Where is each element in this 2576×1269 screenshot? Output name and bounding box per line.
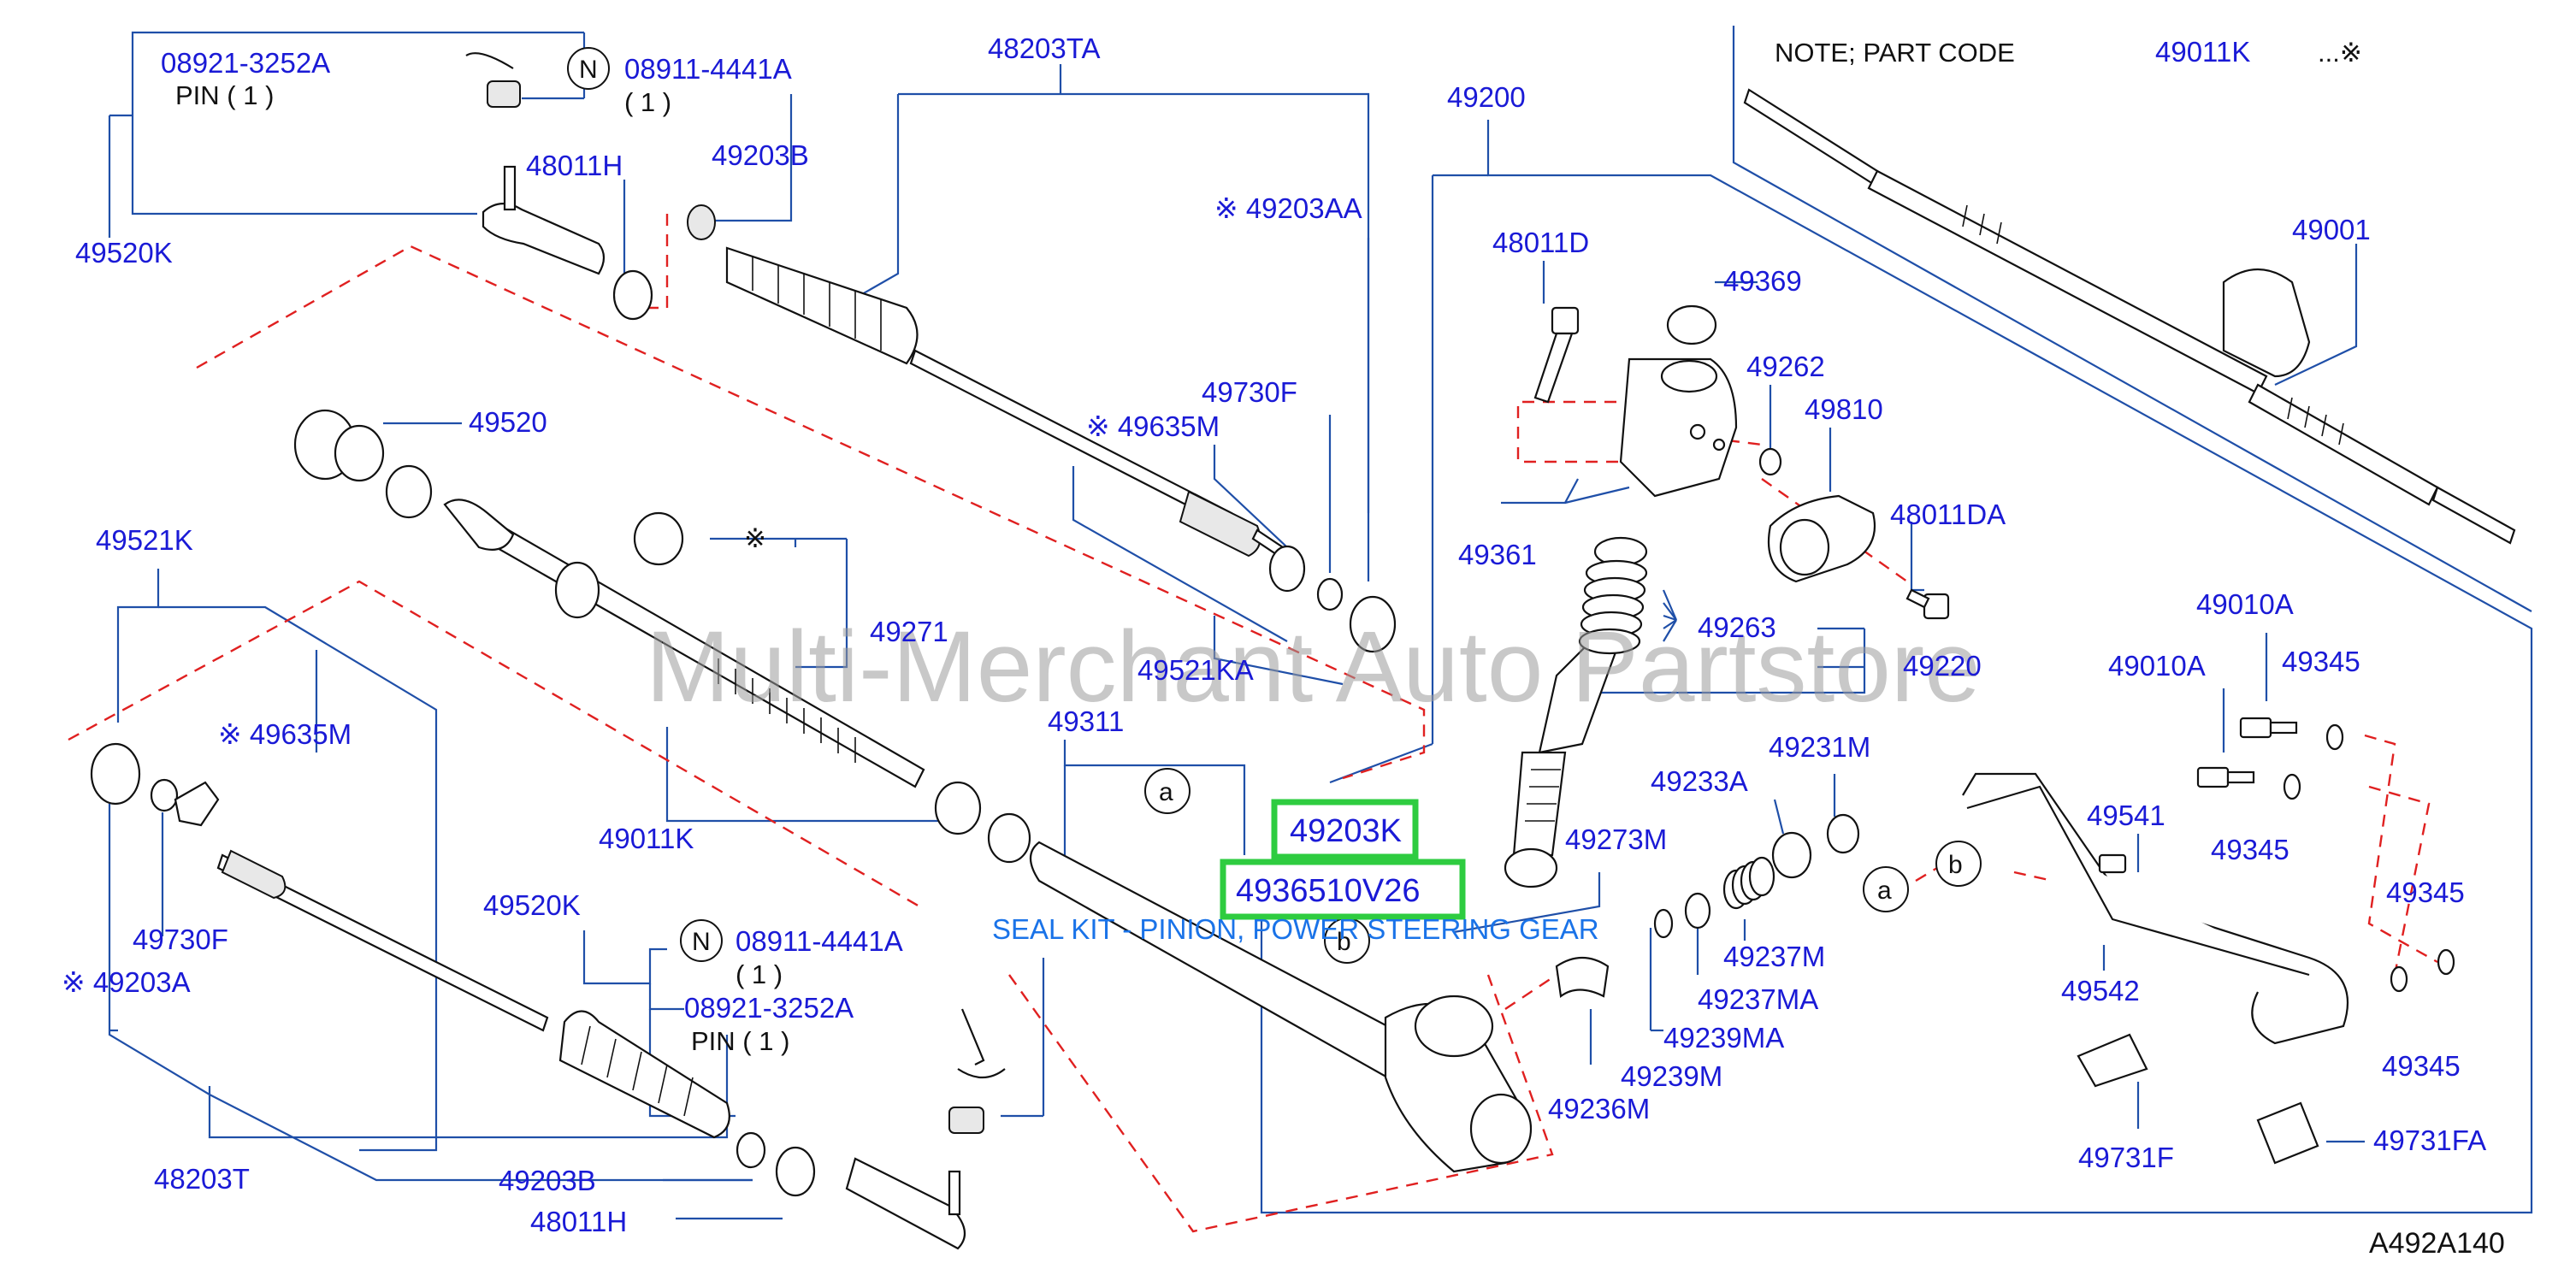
label-49345-3[interactable]: 49345 xyxy=(2386,876,2465,908)
label-49541[interactable]: 49541 xyxy=(2087,800,2165,831)
label-49203K[interactable]: 49203K xyxy=(1290,813,1402,849)
label-49263[interactable]: 49263 xyxy=(1698,611,1776,643)
label-49011K[interactable]: 49011K xyxy=(599,823,694,854)
left-tie-rod xyxy=(216,849,549,1032)
label-48011DA[interactable]: 48011DA xyxy=(1890,499,2006,530)
label-49220[interactable]: 49220 xyxy=(1903,650,1982,682)
n-circle-mid xyxy=(680,919,723,962)
inner-tie-rod-top xyxy=(909,349,1285,558)
full-rack-assembly xyxy=(1743,88,2516,545)
highlight-box-49203K[interactable] xyxy=(1271,799,1419,860)
label-49231M[interactable]: 49231M xyxy=(1769,731,1870,763)
n-circle-top xyxy=(567,47,610,90)
callout-circle-a-1 xyxy=(1144,768,1191,814)
label-48011D[interactable]: 48011D xyxy=(1492,227,1589,258)
label-49520[interactable]: 49520 xyxy=(469,406,547,438)
label-48011H-bottom[interactable]: 48011H xyxy=(530,1206,627,1237)
note-part-code[interactable]: 49011K xyxy=(2155,36,2250,68)
label-49203A[interactable]: ※ 49203A xyxy=(62,966,191,998)
bolt-48011D xyxy=(1533,306,1580,404)
label-08921-3252A-top[interactable]: 08921-3252A xyxy=(161,47,330,79)
n-mark-mid: N xyxy=(692,928,711,956)
label-48203T[interactable]: 48203T xyxy=(154,1163,250,1195)
label-49239MA[interactable]: 49239MA xyxy=(1663,1022,1784,1054)
label-49271[interactable]: 49271 xyxy=(870,616,948,647)
label-49203B-bottom[interactable]: 49203B xyxy=(499,1165,596,1196)
label-08911-4441A-mid[interactable]: 08911-4441A xyxy=(736,925,903,957)
label-49010A-1[interactable]: 49010A xyxy=(2196,588,2294,620)
part-labels: 08921-3252A PIN ( 1 ) 08911-4441A ( 1 ) … xyxy=(62,32,2505,1260)
note-text: NOTE; PART CODE xyxy=(1775,38,2015,68)
valve-housing xyxy=(1619,357,1738,498)
label-49233A[interactable]: 49233A xyxy=(1651,765,1748,797)
label-49203AA[interactable]: ※ 49203AA xyxy=(1214,192,1362,224)
label-48203TA[interactable]: 48203TA xyxy=(988,32,1100,64)
label-49635M-left[interactable]: ※ 49635M xyxy=(218,718,352,750)
label-49345-4[interactable]: 49345 xyxy=(2382,1050,2461,1082)
label-49521KA[interactable]: 49521KA xyxy=(1137,654,1254,686)
watermark: Multi-Merchant Auto Partstore xyxy=(646,611,1981,723)
label-49239M[interactable]: 49239M xyxy=(1621,1060,1722,1092)
callouts: a b a b N N xyxy=(567,47,1982,964)
label-4936510V26[interactable]: 4936510V26 xyxy=(1236,873,1421,909)
label-49731F[interactable]: 49731F xyxy=(2078,1142,2174,1173)
n-mark-top: N xyxy=(579,56,598,84)
subtitle-seal-kit: SEAL KIT - PINION, POWER STEERING GEAR xyxy=(992,913,1599,945)
label-pin-mid: PIN ( 1 ) xyxy=(691,1026,789,1056)
label-08911-4441A-top[interactable]: 08911-4441A xyxy=(624,53,792,85)
label-49520K-mid[interactable]: 49520K xyxy=(483,889,581,921)
label-49001[interactable]: 49001 xyxy=(2292,214,2371,245)
label-pin-top: PIN ( 1 ) xyxy=(175,80,274,110)
label-49273M[interactable]: 49273M xyxy=(1565,823,1667,855)
label-49731FA[interactable]: 49731FA xyxy=(2373,1124,2486,1156)
label-49010A-2[interactable]: 49010A xyxy=(2108,650,2206,682)
diagram-reference-code: A492A140 xyxy=(2369,1227,2505,1260)
label-49237MA[interactable]: 49237MA xyxy=(1698,983,1818,1015)
note-mark: ...※ xyxy=(2318,38,2362,68)
label-49730F-left[interactable]: 49730F xyxy=(133,924,228,955)
parts xyxy=(90,52,2516,1250)
label-49200[interactable]: 49200 xyxy=(1447,81,1526,113)
callout-a-2: a xyxy=(1877,876,1892,905)
label-49810[interactable]: 49810 xyxy=(1805,393,1883,425)
dashed-lines xyxy=(68,214,2438,1233)
callout-b-2: b xyxy=(1948,851,1963,879)
label-49521K[interactable]: 49521K xyxy=(96,524,193,556)
rack-housing xyxy=(1029,841,1533,1173)
label-49237M[interactable]: 49237M xyxy=(1723,941,1825,972)
steering-rack xyxy=(443,499,925,788)
callout-b-1: b xyxy=(1337,928,1351,956)
pipes xyxy=(1962,772,2349,1045)
label-49345-1[interactable]: 49345 xyxy=(2282,646,2360,677)
label-49520K-left[interactable]: 49520K xyxy=(75,237,173,269)
boot-bottom xyxy=(558,1010,730,1139)
callout-circle-a-2 xyxy=(1863,866,1909,912)
label-49262[interactable]: 49262 xyxy=(1746,351,1825,382)
label-49203B-top[interactable]: 49203B xyxy=(712,139,809,171)
label-49361[interactable]: 49361 xyxy=(1458,539,1537,570)
label-49730F-top[interactable]: 49730F xyxy=(1202,376,1297,408)
highlight-box-4936510V26[interactable] xyxy=(1220,859,1466,920)
label-qty-top: ( 1 ) xyxy=(624,87,671,117)
label-49345-2[interactable]: 49345 xyxy=(2211,834,2289,865)
label-49542[interactable]: 49542 xyxy=(2061,975,2140,1006)
label-49369[interactable]: 49369 xyxy=(1723,265,1802,297)
label-49635M-top[interactable]: ※ 49635M xyxy=(1086,410,1220,442)
callout-a-1: a xyxy=(1159,778,1173,806)
label-qty-mid: ( 1 ) xyxy=(736,959,783,989)
tie-rod-end-top xyxy=(465,52,606,275)
label-49311[interactable]: 49311 xyxy=(1048,705,1124,737)
label-48011H-top[interactable]: 48011H xyxy=(526,150,623,181)
callout-circle-b-2 xyxy=(1935,841,1982,887)
leader-lines xyxy=(108,26,2533,1220)
boot-top xyxy=(725,246,919,365)
label-49236M[interactable]: 49236M xyxy=(1548,1093,1650,1124)
label-08921-3252A-mid[interactable]: 08921-3252A xyxy=(684,992,854,1024)
label-49271-mark: ※ xyxy=(744,523,766,553)
tie-rod-end-bottom xyxy=(845,1008,1006,1250)
